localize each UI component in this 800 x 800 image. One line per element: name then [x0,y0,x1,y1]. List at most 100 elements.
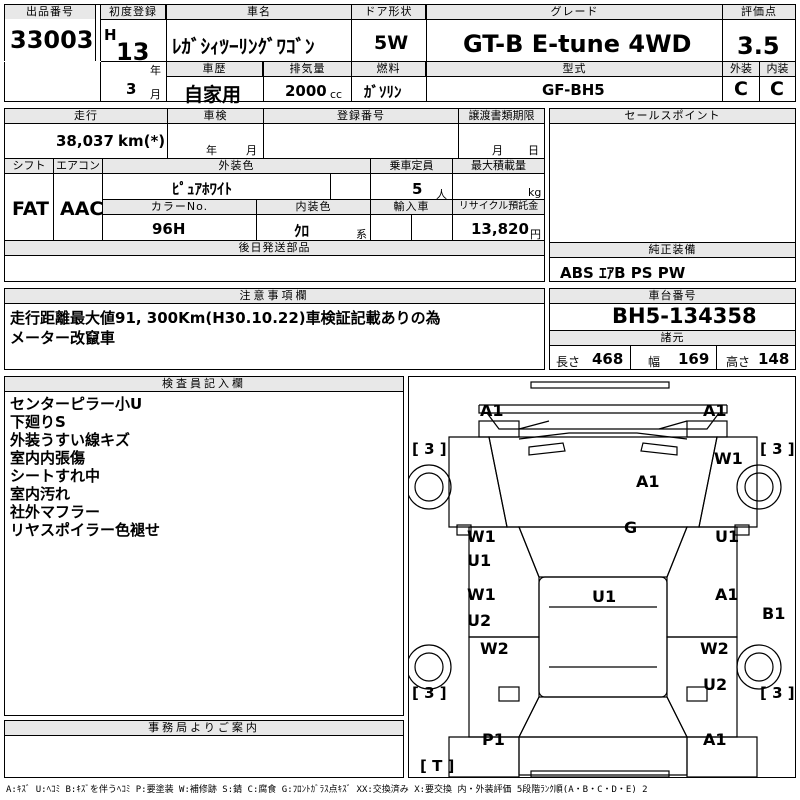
dims-label: 諸元 [549,330,796,346]
ext-color: ﾋﾟｭｱﾎﾜｲﾄ [172,180,233,198]
dmg-rear-left: P1 [482,730,505,749]
lot-box [4,19,96,61]
chassis-number: BH5-134358 [612,304,757,328]
inspector-note: 社外マフラー [10,503,101,521]
int-color: ｸﾛ [294,222,310,240]
divider [53,158,54,240]
divider [426,61,427,102]
bracket-rear-right: [ 3 ] [760,684,795,702]
car-name-label: 車名 [166,4,352,20]
top-section [4,4,796,102]
divider [256,199,257,240]
mileage-label: 走行 [4,108,168,124]
load-unit: kg [528,186,542,199]
length-label: 長さ [556,355,581,369]
month-value: 3 [126,80,137,98]
mileage-value: 38,037 [56,132,114,150]
divider [411,215,412,240]
history: 自家用 [184,84,242,106]
capacity: 5 [412,180,423,198]
bracket-rear-left: [ 3 ] [412,684,447,702]
import-label: 輸入車 [370,199,453,215]
sales-point-label: セールスポイント [549,108,796,124]
divider [167,108,168,159]
color-no-label: カラーNo. [102,199,257,215]
divider [330,174,331,200]
score: 3.5 [737,32,780,60]
int-color-label: 内装色 [256,199,371,215]
score-label: 評価点 [722,4,796,20]
capacity-unit: 人 [436,188,447,201]
divider [166,4,167,102]
bracket-front-left: [ 3 ] [412,440,447,458]
divider [263,108,264,159]
recycle-fee: 13,820 [471,220,529,238]
caution-label: 注意事項欄 [4,288,545,304]
door-label: ドア形状 [351,4,426,20]
chassis-label: 車台番号 [549,288,796,304]
transfer-month-unit: 月 [492,144,503,157]
fuel: ｶﾞｿﾘﾝ [364,83,402,101]
dmg-rear-left-door-top: W1 [467,585,496,604]
inspection-year-unit: 年 [206,144,217,157]
lot-label: 出品番号 [4,4,96,20]
dmg-rear-right-wheel: W2 [700,639,729,658]
int-color-unit: 系 [356,228,367,241]
divider [426,4,427,62]
inspector-label: 検査員記入欄 [4,376,404,392]
dmg-rear-right-low: U2 [703,675,728,694]
caution-line-2: メーター改竄車 [10,329,116,347]
bracket-front-right: [ 3 ] [760,440,795,458]
dmg-roof: G [624,518,638,537]
displacement-label: 排気量 [263,61,352,77]
inspector-note: 下廻りS [10,413,66,431]
divider [759,61,760,102]
car-name: ﾚｶﾞｼｨﾂｰﾘﾝｸﾞﾜｺﾞﾝ [172,36,315,58]
height-value: 148 [758,350,790,368]
grade-label: グレード [426,4,723,20]
inspector-note: センターピラー小U [10,395,143,413]
displacement-unit: cc [330,88,343,101]
divider [351,61,352,102]
inspector-note: 室内内張傷 [10,449,86,467]
dmg-front-right: A1 [703,401,727,420]
model: GF-BH5 [542,81,605,99]
divider [458,108,459,159]
divider [351,4,352,62]
capacity-label: 乗車定員 [370,158,453,174]
width-label: 幅 [648,355,661,369]
model-label: 型式 [426,61,723,77]
shift: FAT [12,198,49,220]
legend: A:ｷｽﾞ U:ﾍｺﾐ B:ｷｽﾞを伴うﾍｺﾐ P:要塗装 W:補修跡 S:錆 … [6,785,648,795]
divider [716,346,717,370]
later-parts-label: 後日発送部品 [4,240,545,256]
divider [100,4,101,102]
inspector-note: リヤスポイラー色褪せ [10,521,161,539]
interior-grade: C [770,78,784,100]
dmg-front-right-door: U1 [715,527,740,546]
divider [4,61,101,62]
divider [263,61,264,102]
dmg-hood: A1 [636,472,660,491]
inspector-note: シートすれ中 [10,467,101,485]
door-type: 5W [374,32,409,54]
history-label: 車歴 [166,61,263,77]
dmg-front-left-door-bottom: U1 [467,551,492,570]
era-letter: H [104,26,117,44]
dmg-rear-right: A1 [703,730,727,749]
dmg-rear-right-side: B1 [762,604,786,623]
mileage-unit: km(*) [118,132,166,150]
dmg-front-right-wheel: W1 [714,449,743,468]
lot-number: 33003 [10,26,94,54]
recycle-unit: 円 [530,228,541,241]
car-diagram [408,376,796,778]
ext-color-label: 外装色 [102,158,371,174]
width-value: 169 [678,350,710,368]
year-unit: 年 [150,64,161,77]
bracket-tail: [ T ] [420,757,455,775]
air-conditioner: AAC [60,198,104,220]
inspection-label: 車検 [167,108,264,124]
dmg-front-left: A1 [480,401,504,420]
divider [630,346,631,370]
